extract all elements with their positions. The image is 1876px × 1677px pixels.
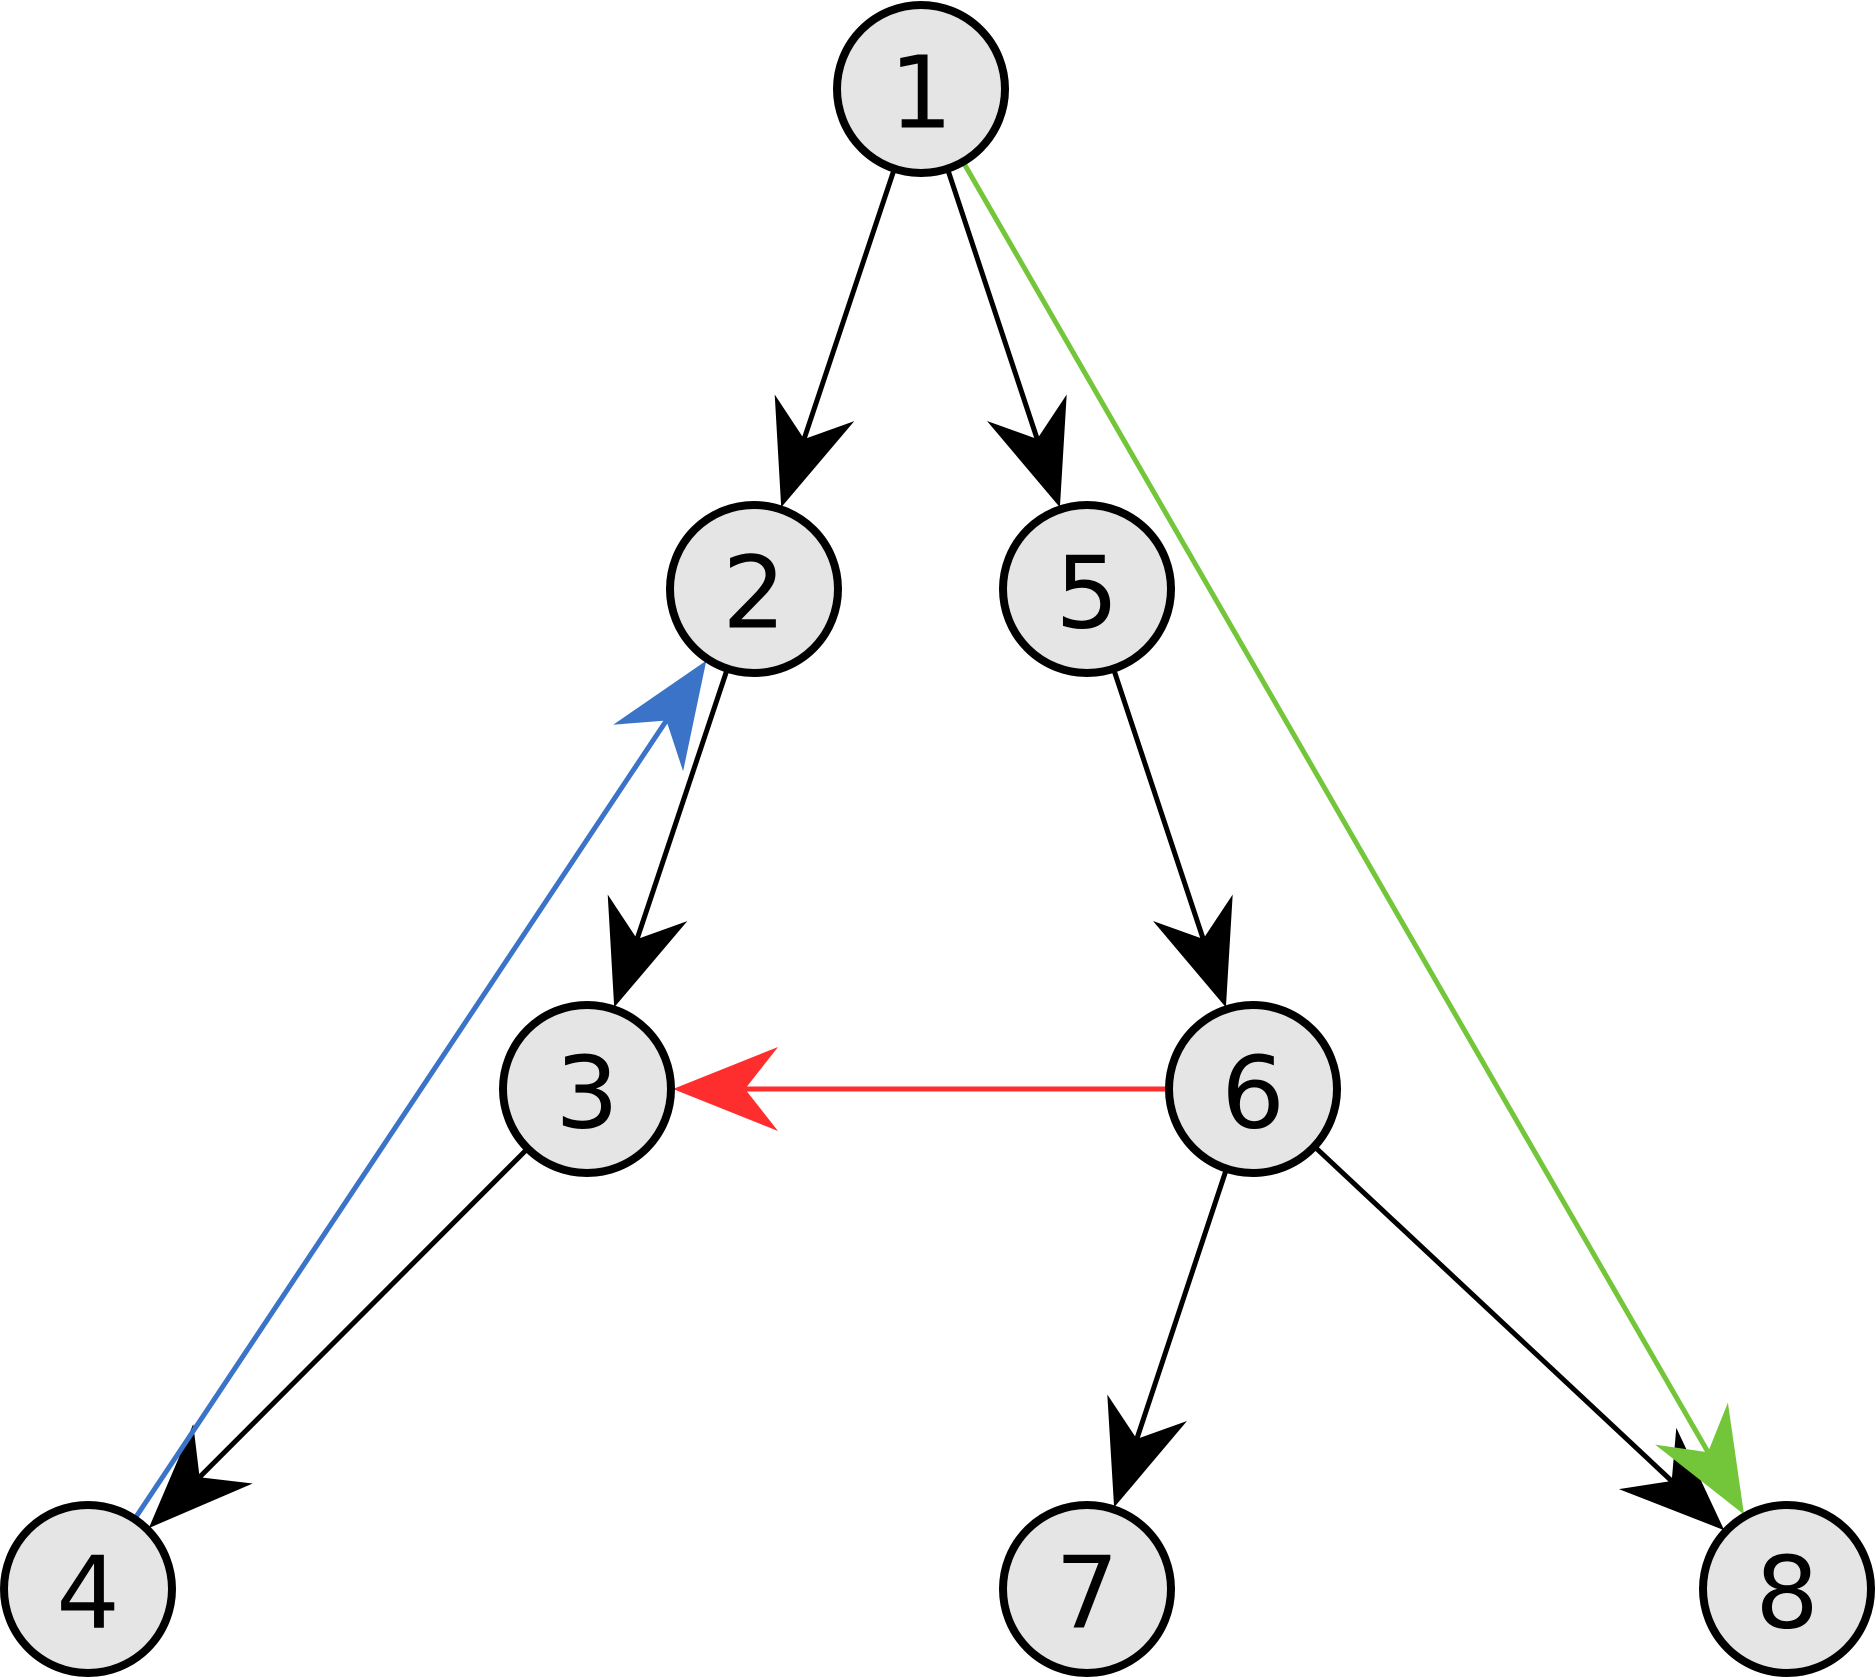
edge-4-2-arrowhead (613, 660, 707, 772)
node-1-label: 1 (889, 35, 953, 152)
edge-2-3-arrowhead (607, 894, 688, 1008)
node-4-label: 4 (56, 1535, 120, 1652)
node-1[interactable]: 1 (833, 1, 1009, 177)
edge-1-8 (960, 160, 1744, 1515)
edge-1-5-arrowhead (987, 394, 1067, 508)
edge-2-3-line (634, 667, 730, 940)
node-6-circle (1165, 1001, 1341, 1177)
edge-6-3 (673, 1047, 1169, 1131)
node-1-circle (833, 1, 1009, 177)
edge-1-5-line (945, 167, 1040, 440)
edge-5-6 (1111, 667, 1233, 1008)
edge-6-3-arrowhead (673, 1047, 778, 1131)
node-6-label: 6 (1221, 1035, 1285, 1152)
edge-6-7-arrowhead (1107, 1394, 1187, 1508)
edge-1-5 (945, 167, 1067, 508)
edge-1-2 (774, 167, 897, 508)
node-8-label: 8 (1755, 1535, 1819, 1652)
edge-5-6-arrowhead (1153, 894, 1233, 1008)
edge-1-8-line (960, 160, 1711, 1454)
edge-6-7 (1107, 1167, 1229, 1508)
edge-1-2-arrowhead (774, 394, 855, 508)
edge-1-2-line (801, 167, 897, 440)
node-8[interactable]: 8 (1699, 1501, 1875, 1677)
edge-1-8-arrowhead (1655, 1402, 1744, 1515)
edge-6-8 (1312, 1144, 1725, 1531)
node-8-circle (1699, 1501, 1875, 1677)
edge-5-6-line (1111, 667, 1206, 940)
node-5-circle (999, 501, 1175, 677)
node-3[interactable]: 3 (499, 1001, 675, 1177)
node-7-label: 7 (1055, 1535, 1119, 1652)
edge-3-4-arrowhead (148, 1424, 253, 1529)
node-3-label: 3 (555, 1035, 619, 1152)
edge-4-2-line (132, 719, 669, 1521)
node-4-circle (0, 1501, 176, 1677)
edge-4-2 (132, 660, 707, 1521)
node-4[interactable]: 4 (0, 1501, 176, 1677)
node-2[interactable]: 2 (666, 501, 842, 677)
node-5[interactable]: 5 (999, 501, 1175, 677)
node-2-circle (666, 501, 842, 677)
node-7[interactable]: 7 (999, 1501, 1175, 1677)
edge-3-4 (148, 1146, 530, 1529)
node-5-label: 5 (1055, 535, 1119, 652)
edge-6-8-arrowhead (1618, 1427, 1725, 1531)
edge-layer (132, 160, 1744, 1531)
node-7-circle (999, 1501, 1175, 1677)
node-6[interactable]: 6 (1165, 1001, 1341, 1177)
node-3-circle (499, 1001, 675, 1177)
edge-3-4-line (197, 1146, 530, 1479)
edge-6-7-line (1134, 1167, 1229, 1440)
edge-2-3 (607, 667, 730, 1008)
edge-6-8-line (1312, 1144, 1674, 1483)
node-2-label: 2 (722, 535, 786, 652)
